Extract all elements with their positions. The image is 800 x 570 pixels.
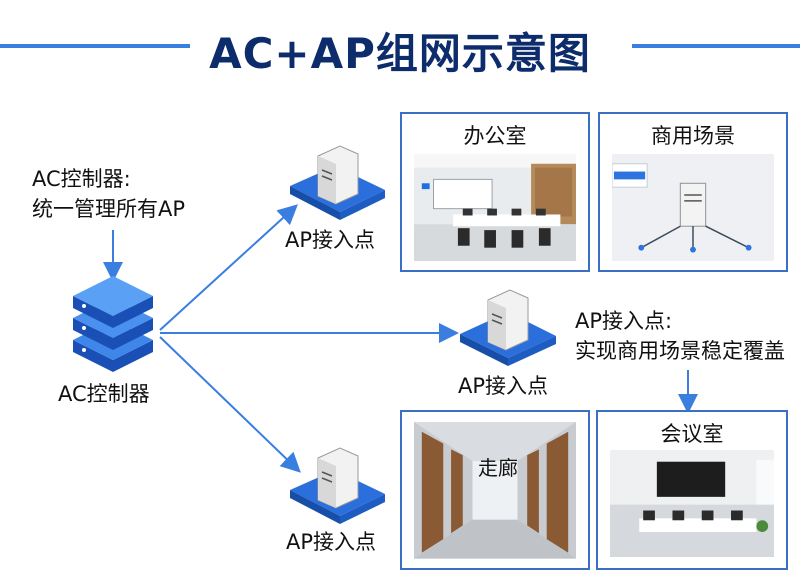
ac-note-line2: 统一管理所有AP — [32, 197, 186, 221]
ac-controller-label: AC控制器 — [58, 382, 150, 406]
title-line-left — [0, 44, 190, 48]
panel-meeting: 会议室 — [596, 410, 788, 570]
commercial-photo — [612, 154, 774, 262]
office-photo — [414, 154, 576, 262]
ap-note-line2: 实现商用场景稳定覆盖 — [575, 339, 785, 363]
ap-label-top: AP接入点 — [285, 228, 376, 252]
page-title: AC+AP组网示意图 — [209, 29, 591, 78]
arrow-ac-to-ap-bottom — [159, 336, 301, 473]
panel-meeting-label: 会议室 — [660, 422, 724, 446]
panel-corridor-label: 走廊 — [478, 456, 518, 480]
title-line-right — [632, 44, 800, 48]
ap-label-middle: AP接入点 — [458, 374, 549, 398]
ac-note-line1: AC控制器: — [32, 167, 131, 191]
meeting-photo — [610, 450, 774, 558]
corridor-photo — [414, 422, 576, 559]
ap-note-line1: AP接入点: — [575, 309, 673, 333]
panel-office-label: 办公室 — [463, 124, 527, 148]
connector-arrows — [103, 204, 698, 473]
arrow-ac-to-ap-top — [159, 204, 298, 331]
panel-commercial-label: 商用场景 — [651, 124, 735, 148]
panel-commercial: 商用场景 — [598, 112, 788, 272]
panel-corridor: 走廊 — [400, 410, 590, 570]
panel-office: 办公室 — [400, 112, 590, 272]
ap-label-bottom: AP接入点 — [286, 530, 377, 554]
